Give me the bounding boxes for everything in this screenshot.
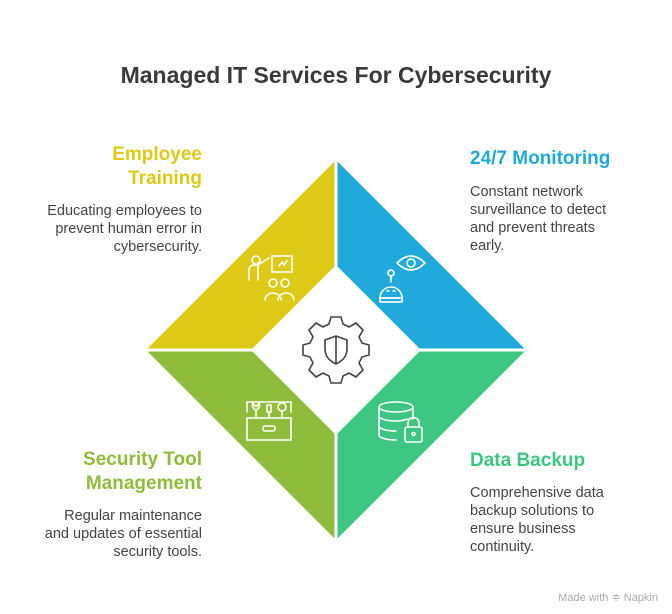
security-tool-description: Regular maintenance and updates of essen… (10, 507, 202, 561)
description-line: Comprehensive data (470, 485, 604, 501)
napkin-logo-icon: ≑ (611, 592, 621, 604)
data-backup-description: Comprehensive data backup solutions to e… (470, 484, 660, 556)
description-line: and updates of essential (44, 526, 202, 542)
description-line: Educating employees to (47, 203, 202, 219)
data-backup-heading: Data Backup (470, 450, 586, 471)
made-with-napkin-badge[interactable]: Made with ≑ Napkin (558, 591, 658, 604)
footer-brand: Napkin (623, 592, 658, 604)
monitoring-heading: 24/7 Monitoring (470, 148, 611, 169)
gear-shield-icon (302, 316, 370, 384)
description-line: security tools. (113, 544, 202, 560)
page-title: Managed IT Services For Cybersecurity (120, 62, 552, 88)
description-line: ensure business (470, 521, 576, 537)
quadrant-data-backup (336, 350, 526, 540)
description-line: Constant network (470, 184, 583, 200)
description-line: surveillance to detect (470, 202, 607, 218)
description-line: early. (470, 238, 505, 254)
heading-line: Training (128, 168, 202, 189)
security-tool-heading: Security Tool Management (20, 448, 202, 496)
database-lock-icon (378, 401, 423, 443)
description-line: continuity. (470, 539, 535, 555)
quadrant-employee-training (146, 160, 336, 350)
description-line: prevent human error in (55, 221, 202, 237)
heading-line: Employee (112, 144, 202, 165)
employee-training-description: Educating employees to prevent human err… (20, 202, 202, 256)
footer-text: Made with (558, 592, 609, 604)
eye-robot-icon (379, 255, 427, 303)
description-line: and prevent threats (470, 220, 595, 236)
heading-line: Management (85, 473, 202, 494)
teacher-students-icon (248, 255, 295, 301)
description-line: cybersecurity. (113, 239, 202, 255)
description-line: Regular maintenance (64, 508, 202, 524)
description-line: backup solutions to (470, 503, 595, 519)
heading-line: Security Tool (83, 449, 202, 470)
toolbox-icon (246, 401, 292, 441)
quadrant-security-tools (146, 350, 336, 540)
monitoring-description: Constant network surveillance to detect … (470, 183, 660, 255)
employee-training-heading: Employee Training (40, 143, 202, 191)
